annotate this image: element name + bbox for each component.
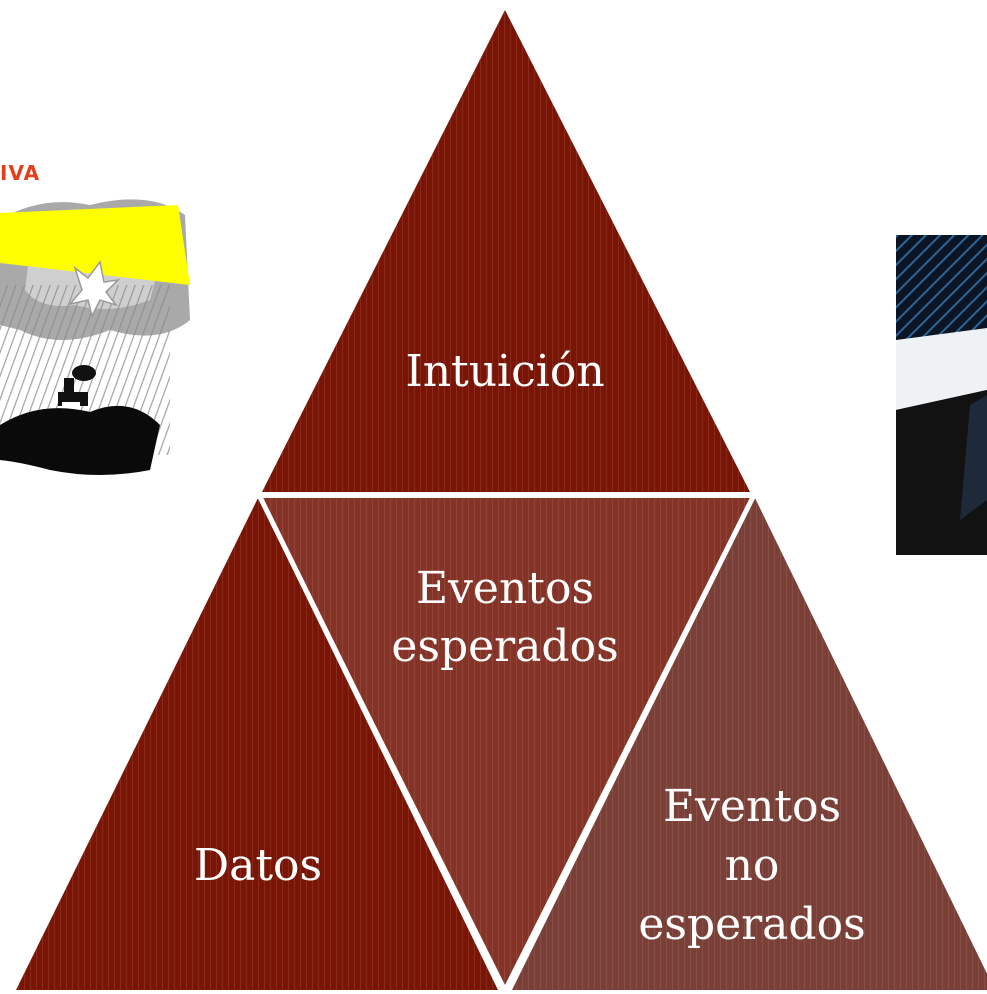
separator-lines: [257, 492, 756, 992]
label-datos: Datos: [194, 840, 322, 891]
label-eventos-no-esperados-line2: no: [725, 840, 780, 891]
triangle-bottom-left: Datos: [16, 498, 498, 990]
weather-clipart: IVA: [0, 161, 190, 475]
triangle-top: Intuición: [262, 10, 750, 492]
label-eventos-no-esperados-line3: esperados: [638, 899, 865, 950]
waves-icon: [0, 405, 160, 475]
triangle-center-inverted: Eventos esperados: [262, 498, 750, 985]
clipart-fragment-text: IVA: [0, 161, 40, 185]
ship-icon: [58, 365, 96, 410]
label-eventos-esperados-line1: Eventos: [416, 563, 594, 614]
triangle-bottom-right: Eventos no esperados: [512, 498, 987, 990]
label-eventos-no-esperados-line1: Eventos: [663, 781, 841, 832]
light-beam-icon: [0, 205, 190, 285]
lightning-icon: [67, 260, 121, 319]
label-intuicion: Intuición: [405, 346, 604, 397]
label-eventos-esperados-line2: esperados: [391, 621, 618, 672]
photo-fragment: [896, 235, 987, 555]
